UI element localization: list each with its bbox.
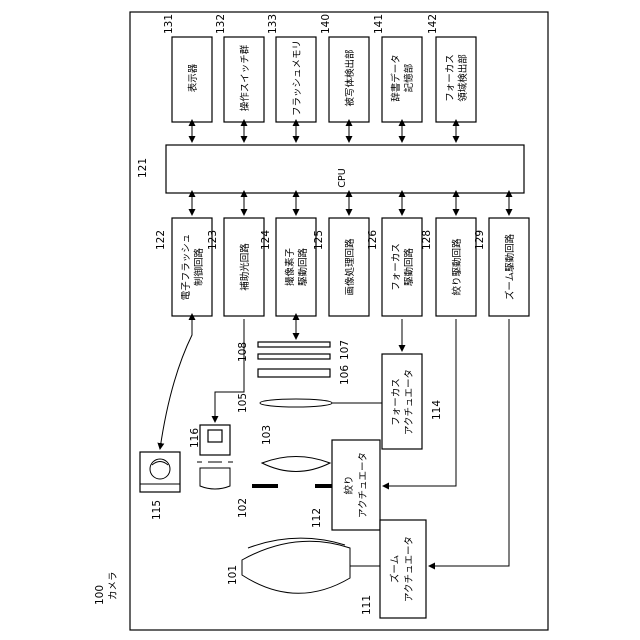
- svg-text:駆動回路: 駆動回路: [297, 248, 309, 287]
- svg-text:フォーカス: フォーカス: [391, 243, 402, 291]
- svg-text:101: 101: [227, 565, 239, 585]
- lens-105: 105: [237, 393, 332, 413]
- camera-label: 100 カメラ: [94, 571, 119, 605]
- svg-text:133: 133: [267, 14, 279, 34]
- bottom-block-125: 画像処理回路 125: [313, 218, 369, 316]
- svg-text:140: 140: [320, 14, 332, 34]
- svg-text:ズーム: ズーム: [389, 555, 401, 583]
- svg-text:102: 102: [237, 498, 249, 518]
- top-block-132: 操作スイッチ群 132: [215, 14, 264, 122]
- bottom-block-129: ズーム駆動回路 129: [474, 218, 529, 316]
- svg-text:114: 114: [431, 400, 443, 420]
- bottom-block-126: フォーカス 駆動回路 126: [367, 218, 422, 316]
- svg-text:116: 116: [189, 428, 201, 448]
- zoom-drive-arrow: [429, 319, 509, 566]
- top-block-141: 辞書データ 記憶部 141: [373, 14, 422, 122]
- lens-103: 103: [261, 425, 330, 472]
- svg-text:ズーム駆動回路: ズーム駆動回路: [504, 233, 516, 300]
- top-block-140: 被写体検出部 140: [320, 14, 369, 122]
- svg-text:フラッシュメモリ: フラッシュメモリ: [292, 40, 303, 116]
- svg-text:132: 132: [215, 14, 227, 34]
- svg-text:108: 108: [237, 342, 249, 362]
- svg-text:141: 141: [373, 14, 385, 34]
- svg-text:131: 131: [163, 14, 175, 34]
- top-arrows: [192, 125, 456, 142]
- svg-text:126: 126: [367, 230, 379, 250]
- svg-text:115: 115: [151, 500, 163, 520]
- flash-arrow: [160, 319, 192, 449]
- flash-115: 115: [140, 452, 180, 520]
- bottom-arrows: [192, 196, 509, 215]
- cpu-label: CPU: [337, 168, 348, 187]
- svg-text:フォーカス: フォーカス: [445, 54, 456, 102]
- svg-text:補助光回路: 補助光回路: [239, 243, 251, 291]
- bottom-block-128: 絞り駆動回路 128: [421, 218, 476, 316]
- zoom-actuator-111: ズーム アクチュエータ 111: [361, 520, 426, 618]
- svg-text:アクチュエータ: アクチュエータ: [404, 536, 415, 602]
- svg-text:112: 112: [311, 508, 323, 528]
- svg-text:撮像素子: 撮像素子: [284, 248, 296, 287]
- svg-text:表示器: 表示器: [187, 63, 199, 92]
- lens-101: 101: [227, 538, 350, 593]
- svg-text:123: 123: [207, 230, 219, 250]
- aperture-102: 102: [237, 486, 341, 518]
- svg-text:125: 125: [313, 230, 325, 250]
- svg-text:111: 111: [361, 595, 373, 615]
- svg-text:領域検出部: 領域検出部: [457, 54, 469, 102]
- aux-light-116: 116: [189, 425, 233, 489]
- svg-text:128: 128: [421, 230, 433, 250]
- bottom-block-124: 撮像素子 駆動回路 124: [260, 218, 316, 316]
- svg-text:絞り駆動回路: 絞り駆動回路: [451, 238, 463, 296]
- top-block-133: フラッシュメモリ 133: [267, 14, 316, 122]
- svg-text:106: 106: [339, 365, 351, 385]
- svg-text:辞書データ: 辞書データ: [390, 54, 402, 102]
- svg-text:100: 100: [94, 585, 106, 605]
- svg-text:操作スイッチ群: 操作スイッチ群: [239, 44, 251, 111]
- bottom-block-122: 電子フラッシュ 制御回路 122: [155, 218, 212, 316]
- svg-text:142: 142: [427, 14, 439, 34]
- svg-text:107: 107: [339, 340, 351, 360]
- focus-actuator-114: フォーカス アクチュエータ 114: [382, 354, 443, 449]
- svg-text:103: 103: [261, 425, 273, 445]
- svg-text:カメラ: カメラ: [108, 571, 119, 600]
- bottom-block-123: 補助光回路 123: [207, 218, 264, 316]
- svg-text:絞り: 絞り: [343, 475, 355, 494]
- svg-text:129: 129: [474, 230, 486, 250]
- svg-text:被写体検出部: 被写体検出部: [344, 49, 356, 106]
- cpu-ref: 121: [137, 158, 149, 178]
- top-block-131: 表示器 131: [163, 14, 212, 122]
- svg-text:画像処理回路: 画像処理回路: [344, 238, 356, 296]
- svg-text:105: 105: [237, 393, 249, 413]
- svg-text:124: 124: [260, 230, 272, 250]
- svg-text:制御回路: 制御回路: [193, 248, 205, 287]
- svg-text:駆動回路: 駆動回路: [403, 248, 415, 287]
- svg-text:アクチュエータ: アクチュエータ: [404, 369, 415, 435]
- image-sensor-stack: 108 107 106: [237, 340, 351, 385]
- svg-text:アクチュエータ: アクチュエータ: [358, 452, 369, 518]
- svg-text:122: 122: [155, 230, 167, 250]
- svg-text:電子フラッシュ: 電子フラッシュ: [181, 234, 192, 301]
- top-block-142: フォーカス 領域検出部 142: [427, 14, 476, 122]
- svg-text:フォーカス: フォーカス: [391, 378, 402, 426]
- svg-text:記憶部: 記憶部: [403, 64, 415, 93]
